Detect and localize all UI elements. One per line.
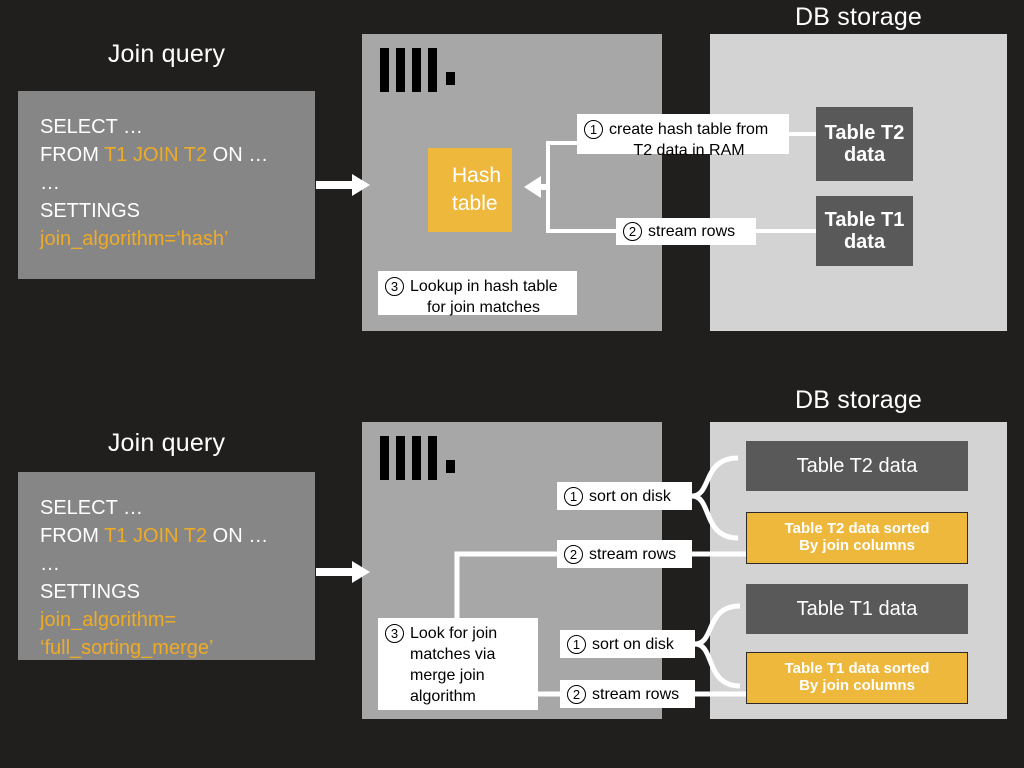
callout-lookup-hash-table: 3 Lookup in hash table for join matches <box>378 271 577 316</box>
callout-create-hash-table: 1 create hash table from T2 data in RAM <box>577 114 789 159</box>
callout-line: T2 data in RAM <box>633 142 745 159</box>
callout-merge-join-lookup: 3 Look for join matches via merge join a… <box>378 618 538 710</box>
clickhouse-logo-icon <box>380 48 460 94</box>
callout-stream-rows-t2: 2 stream rows <box>557 540 692 568</box>
chip-line-1: Table T2 data <box>796 454 918 477</box>
table-chip-t1-data: Table T1 data <box>816 196 913 266</box>
query-line: SELECT … <box>40 116 143 138</box>
chip-line-2: By join columns <box>799 677 915 694</box>
chip-line-1: Table T2 data sorted <box>784 520 930 538</box>
table-chip-t1-data-merge: Table T1 data <box>746 584 968 634</box>
clickhouse-logo-icon <box>380 436 460 482</box>
chip-line-1: Table T1 data sorted <box>784 660 930 678</box>
join-query-heading-hash: Join query <box>107 40 226 68</box>
query-line: SETTINGS <box>40 581 141 603</box>
query-line: SELECT … <box>40 497 143 519</box>
callout-line: merge join <box>410 667 485 684</box>
db-storage-heading-merge: DB storage <box>794 386 923 414</box>
query-box-merge: SELECT … FROM T1 JOIN T2 ON … … SETTINGS… <box>18 472 315 660</box>
query-line: FROM T1 JOIN T2 ON … <box>40 525 269 547</box>
step-number-badge: 2 <box>567 684 586 704</box>
step-number-badge: 1 <box>564 486 583 506</box>
query-line: join_algorithm= <box>40 609 177 631</box>
step-number-badge: 1 <box>567 634 586 654</box>
step-number-badge: 2 <box>564 544 583 564</box>
db-storage-heading-hash: DB storage <box>794 3 923 31</box>
step-number-badge: 2 <box>623 222 642 241</box>
step-number-badge: 3 <box>385 277 404 296</box>
chip-line-1: Table T1 data <box>796 597 918 620</box>
chip-line-1: Table T1 <box>824 208 905 231</box>
chip-line-2: By join columns <box>799 537 915 554</box>
callout-line: create hash table from <box>609 121 769 138</box>
query-line: SETTINGS <box>40 200 141 222</box>
table-chip-t2-data: Table T2 data <box>816 107 913 181</box>
query-line: … <box>40 553 61 575</box>
query-line: FROM T1 JOIN T2 ON … <box>40 144 269 166</box>
chip-line-2: data <box>843 231 886 253</box>
callout-line: stream rows <box>648 223 736 240</box>
callout-line: stream rows <box>589 545 677 563</box>
callout-sort-on-disk-t1: 1 sort on disk <box>560 630 695 658</box>
chip-line-2: data <box>843 144 886 166</box>
callout-line: matches via <box>410 646 496 663</box>
query-line: join_algorithm=‘hash’ <box>40 228 229 250</box>
hash-table-line-2: table <box>452 192 498 215</box>
callout-stream-rows-hash: 2 stream rows <box>616 218 756 245</box>
table-chip-t1-sorted: Table T1 data sorted By join columns <box>746 652 968 704</box>
step-number-badge: 1 <box>584 120 603 139</box>
db-storage-panel-hash <box>710 34 1007 331</box>
join-query-heading-merge: Join query <box>107 429 226 457</box>
callout-line: Look for join <box>410 625 498 642</box>
callout-line: sort on disk <box>592 635 674 653</box>
hash-table-line-1: Hash <box>452 164 502 187</box>
callout-stream-rows-t1: 2 stream rows <box>560 680 695 708</box>
callout-line: Lookup in hash table <box>410 278 558 295</box>
table-chip-t2-data-merge: Table T2 data <box>746 441 968 491</box>
callout-line: algorithm <box>410 688 476 705</box>
callout-sort-on-disk-t2: 1 sort on disk <box>557 482 692 510</box>
table-chip-t2-sorted: Table T2 data sorted By join columns <box>746 512 968 564</box>
callout-line: sort on disk <box>589 487 671 505</box>
chip-line-1: Table T2 <box>824 121 905 144</box>
query-box-hash: SELECT … FROM T1 JOIN T2 ON … … SETTINGS… <box>18 91 315 279</box>
query-line: ‘full_sorting_merge’ <box>40 637 214 659</box>
hash-table-block: Hash table <box>428 148 512 232</box>
query-line: … <box>40 172 61 194</box>
step-number-badge: 3 <box>385 624 404 643</box>
callout-line: stream rows <box>592 685 680 703</box>
callout-line: for join matches <box>427 299 540 316</box>
